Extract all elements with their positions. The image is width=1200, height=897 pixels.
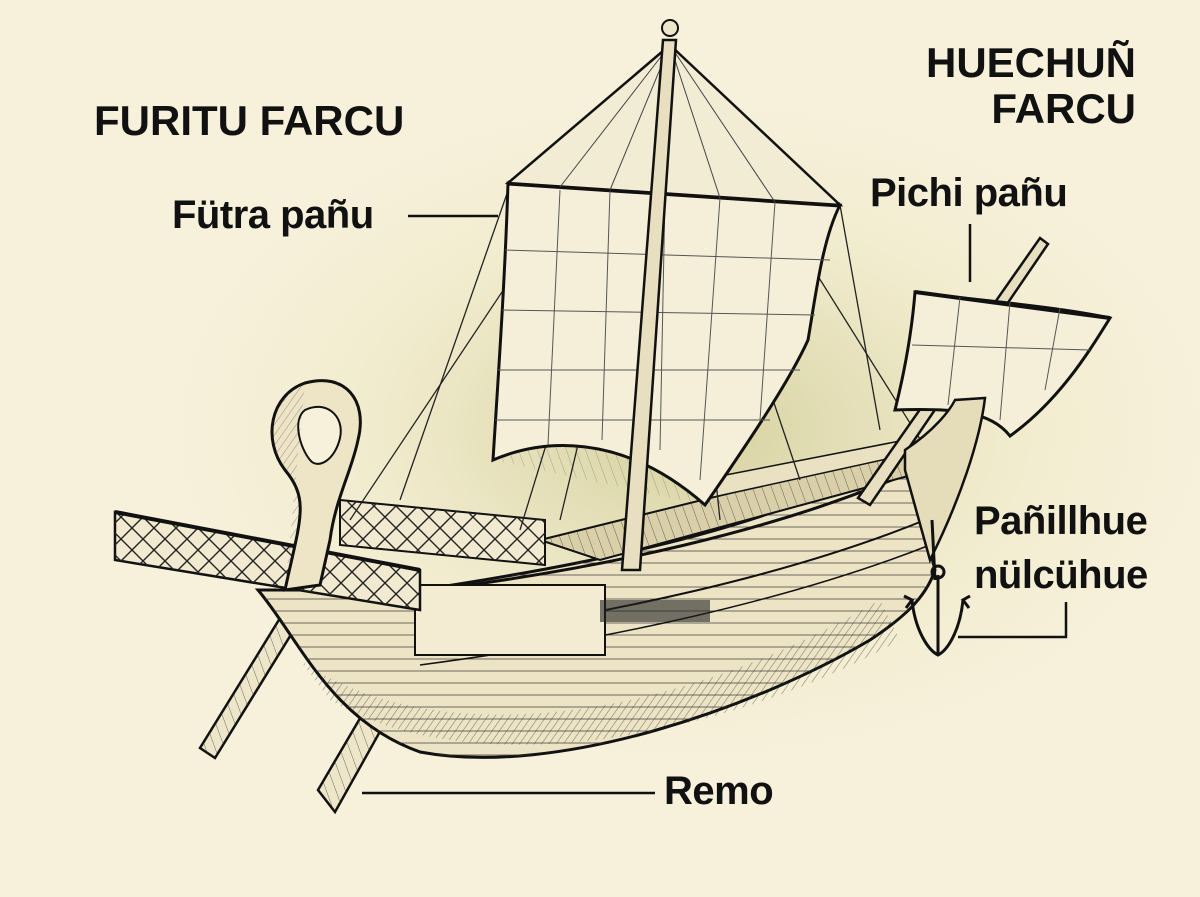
main-sail-label: Fütra pañu xyxy=(172,193,374,237)
swan-neck-icon xyxy=(270,379,362,592)
anchor-callout-line xyxy=(958,602,1068,639)
stern-gallery-icon xyxy=(113,498,546,612)
anchor-label-line1: Pañillhue xyxy=(974,499,1148,543)
mast-icon xyxy=(620,19,679,572)
topsail-icon xyxy=(504,43,844,207)
oar-label: Remo xyxy=(664,769,774,813)
bow-heading: HUECHUÑ FARCU xyxy=(926,40,1136,132)
prow-icon xyxy=(903,396,987,564)
main-sail-icon xyxy=(491,180,843,508)
anchor-label-line2: nülcühue xyxy=(974,553,1148,597)
callout-lines xyxy=(362,214,1068,795)
oar-rear-icon xyxy=(198,608,302,760)
anchor-label: Pañillhue nülcühue xyxy=(974,494,1148,602)
small-sail-icon xyxy=(893,290,1113,439)
small-sail-label: Pichi pañu xyxy=(870,171,1068,215)
bow-heading-line1: HUECHUÑ xyxy=(926,39,1136,86)
stern-heading: FURITU FARCU xyxy=(94,97,405,144)
bow-heading-line2: FARCU xyxy=(991,85,1136,132)
hull-icon xyxy=(254,447,937,759)
anchor-icon xyxy=(903,519,971,657)
